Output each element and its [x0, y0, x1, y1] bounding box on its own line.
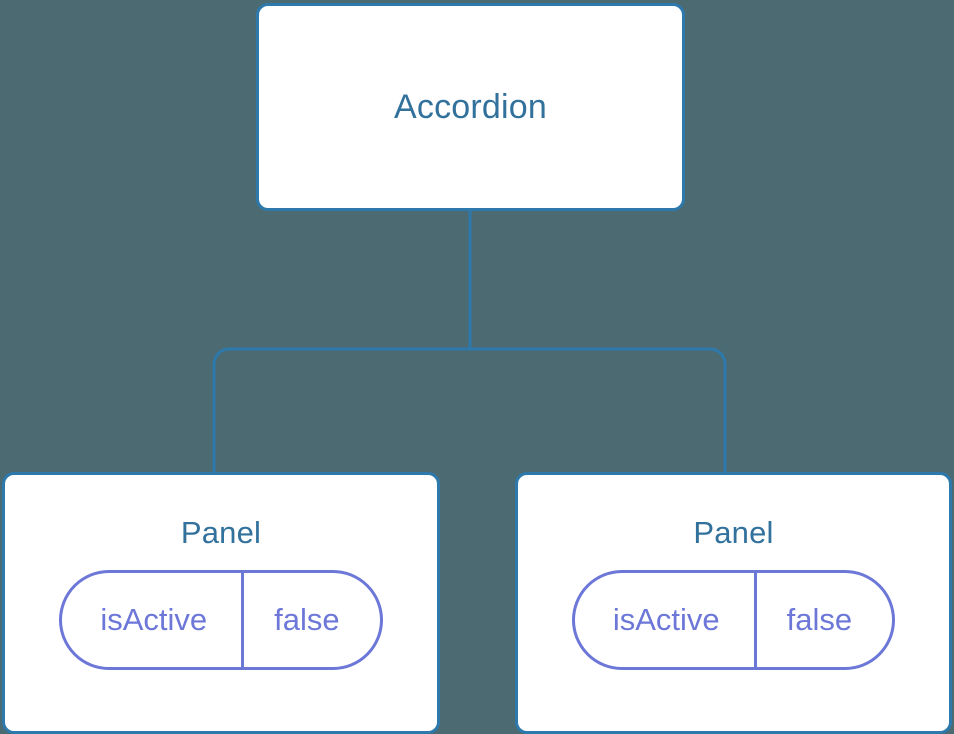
node-panel-right[interactable]: Panel isActive false	[515, 472, 952, 734]
connector-branch-left	[212, 347, 470, 478]
prop-value-left: false	[274, 602, 340, 637]
prop-key-right: isActive	[575, 573, 757, 667]
prop-pill-right[interactable]: isActive false	[571, 570, 896, 670]
connector-branch-right	[470, 347, 727, 478]
prop-value-right: false	[786, 602, 853, 637]
node-panel-left-label: Panel	[180, 515, 262, 550]
node-accordion-label: Accordion	[394, 87, 547, 126]
prop-pill-left[interactable]: isActive false	[59, 570, 383, 670]
node-accordion[interactable]: Accordion	[256, 3, 685, 211]
node-panel-left[interactable]: Panel isActive false	[2, 472, 440, 734]
prop-key-left: isActive	[62, 573, 245, 667]
node-panel-right-label: Panel	[693, 515, 774, 550]
